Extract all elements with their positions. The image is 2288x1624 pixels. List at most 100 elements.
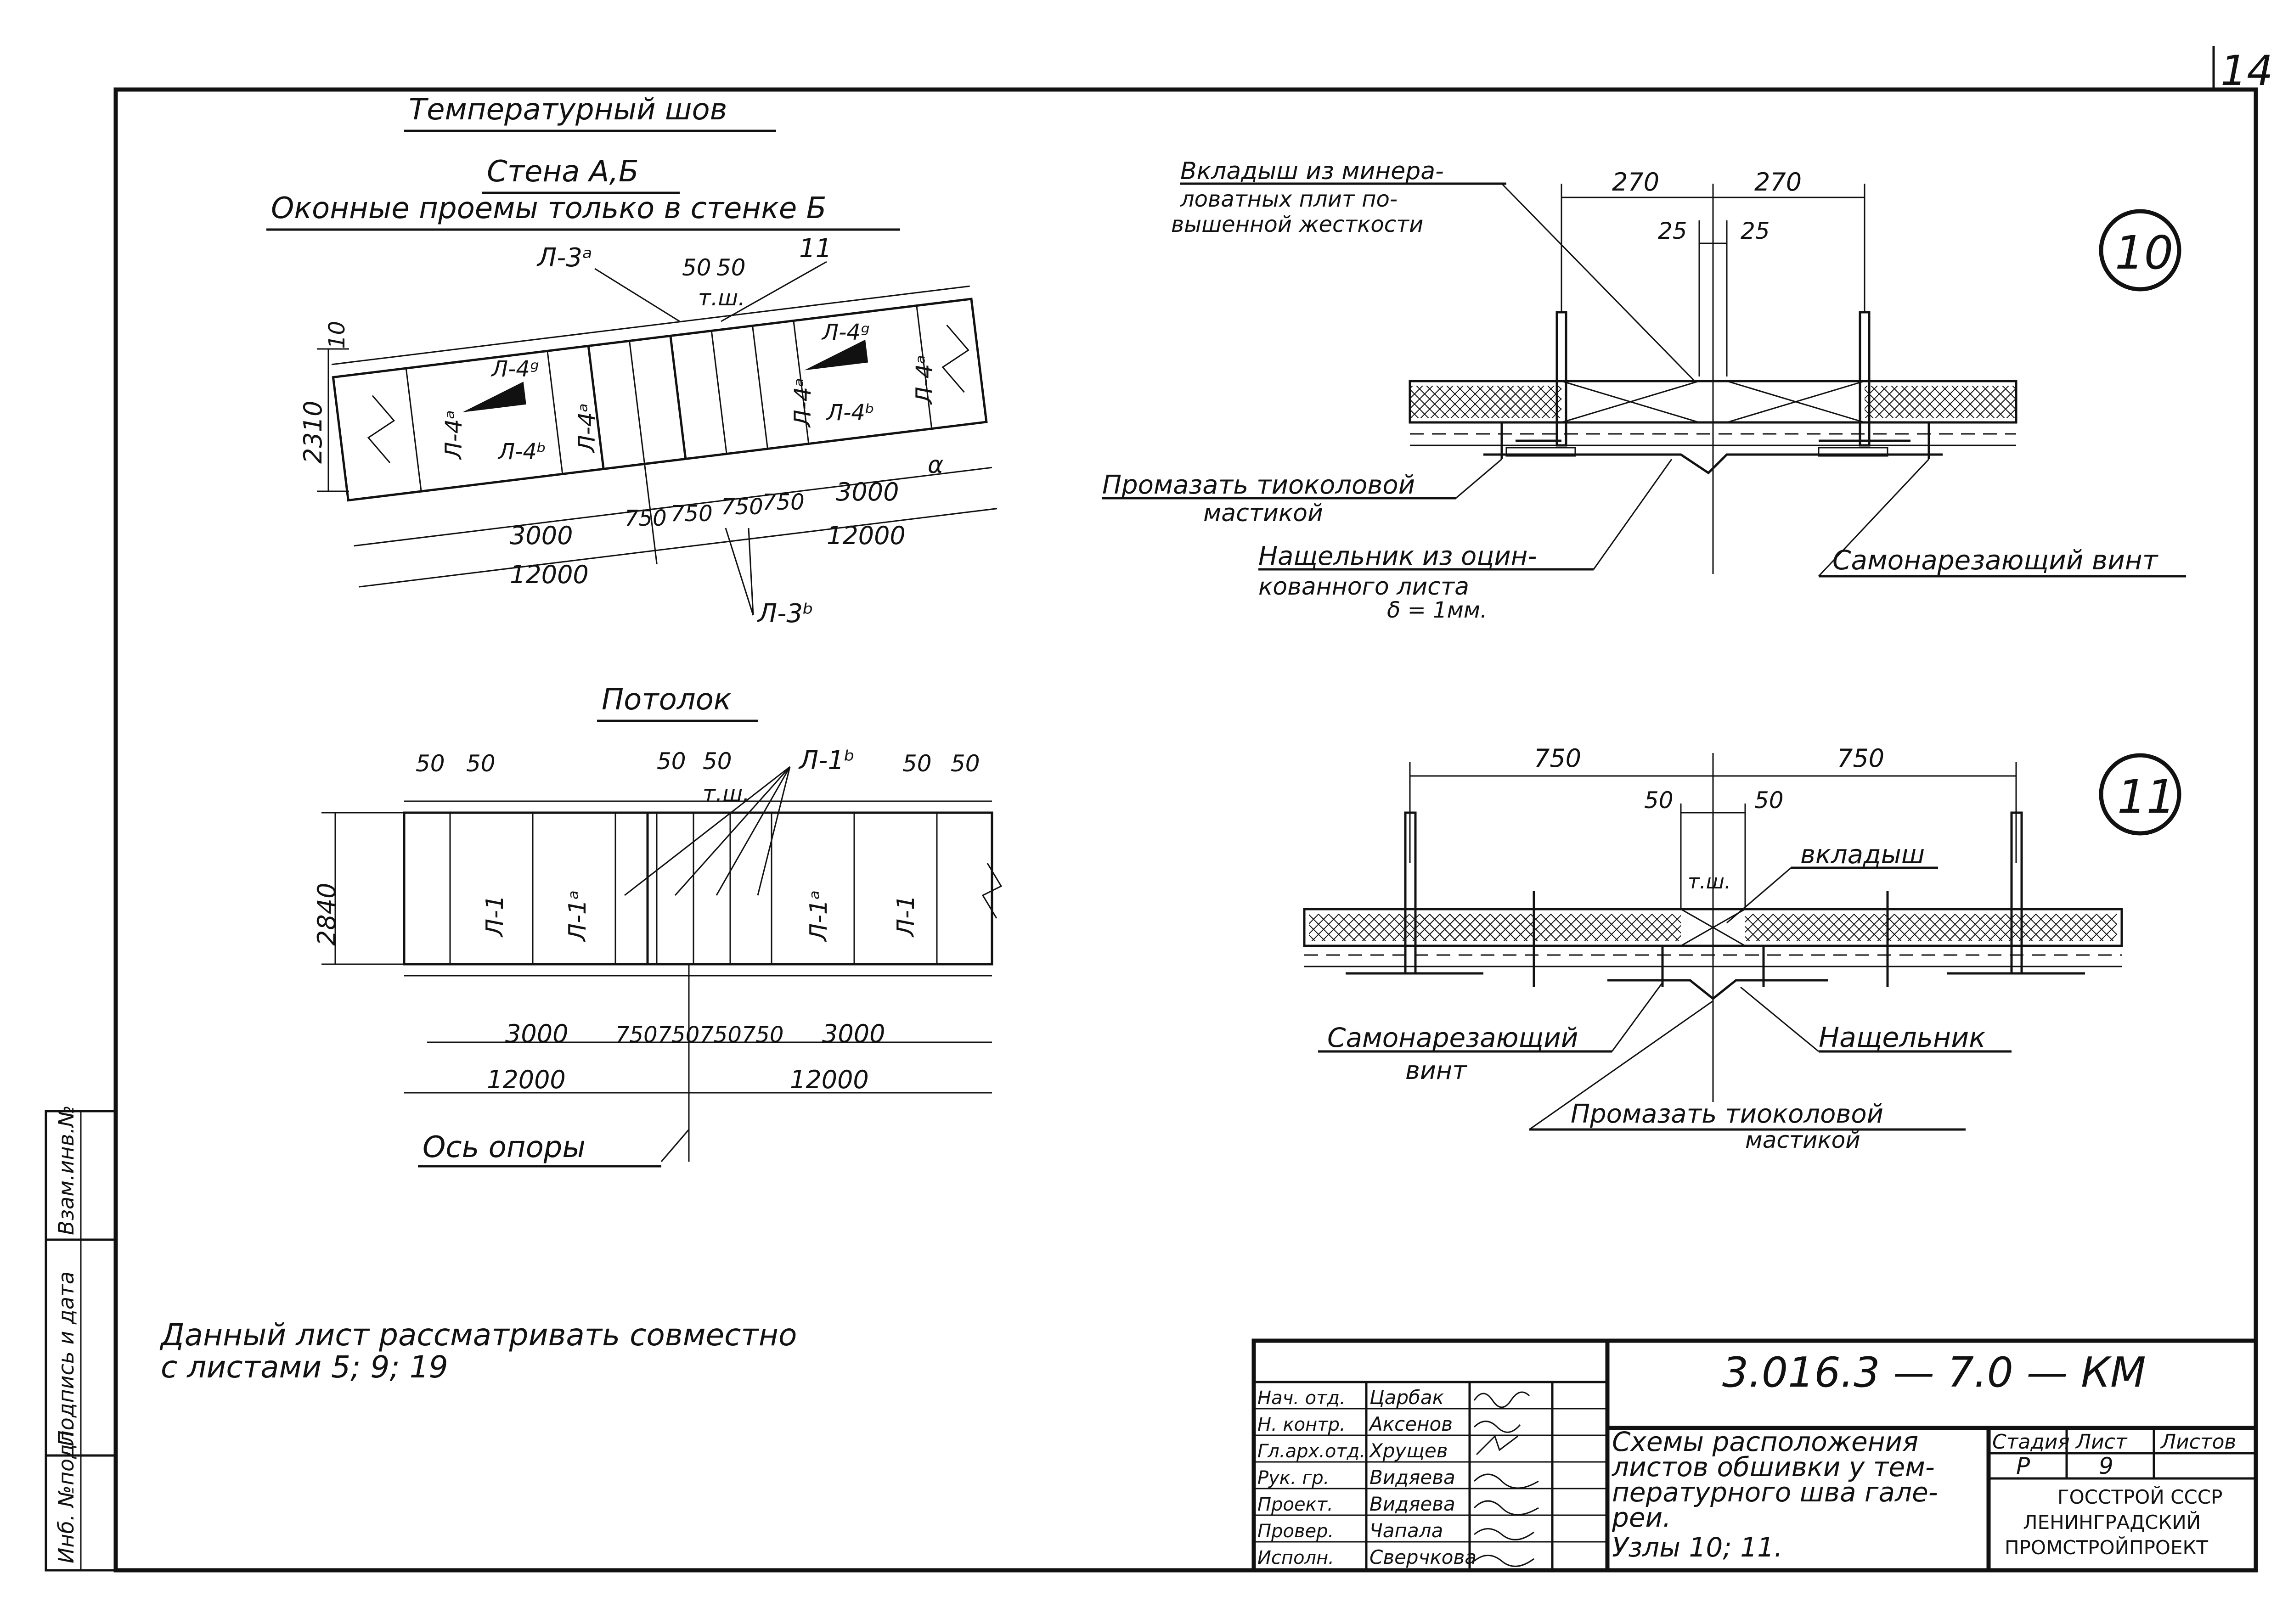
name-5: Чапала bbox=[1369, 1519, 1443, 1542]
dim-ceil-50a: 50 bbox=[416, 750, 445, 777]
node11-dim-50a: 50 bbox=[1644, 787, 1674, 814]
dim-wall-750c: 750 bbox=[721, 494, 763, 520]
node11-screw-l1: Самонарезающий bbox=[1327, 1022, 1578, 1053]
dim-wall-3000b: 3000 bbox=[836, 478, 899, 506]
label-l4a-2: Л-4ᵃ bbox=[574, 403, 600, 453]
label-l4a-4: Л-4ᵃ bbox=[911, 355, 938, 405]
label-l4a-1: Л-4ᵃ bbox=[440, 410, 467, 460]
label-l1a-2: Л-1ᵃ bbox=[805, 890, 833, 942]
desc-l1: Схемы расположения bbox=[1612, 1426, 1918, 1457]
dim-wall-12000b: 12000 bbox=[827, 521, 906, 550]
dim-wall-3000a: 3000 bbox=[510, 521, 573, 550]
sheet-value: 9 bbox=[2099, 1453, 2113, 1479]
ceiling-section: Потолок 50 50 50 50 Л-1ᵇ 50 50 т. bbox=[312, 683, 1003, 1168]
node11-cover: Нащельник bbox=[1819, 1022, 1986, 1054]
sheet-header: Лист bbox=[2075, 1430, 2128, 1454]
left-stamp: Инб. №подл. Подпись и дата Взам.инв.№ bbox=[45, 1105, 117, 1572]
sheet-number: 14 bbox=[2220, 47, 2273, 95]
node10-dim-25a: 25 bbox=[1658, 218, 1687, 244]
node11-dim-50b: 50 bbox=[1754, 787, 1784, 814]
label-l3b: Л-3ᵇ bbox=[757, 599, 814, 629]
label-l4a-3: Л-4ᵃ bbox=[789, 378, 816, 428]
role-2: Гл.арх.отд. bbox=[1257, 1441, 1365, 1462]
node10-dim-270b: 270 bbox=[1754, 168, 1802, 197]
role-3: Рук. гр. bbox=[1257, 1467, 1330, 1489]
wall-section: Температурный шов Стена А,Б Оконные прое… bbox=[266, 93, 997, 629]
dim-wall-50a: 50 bbox=[682, 254, 711, 281]
node10-number: 10 bbox=[2115, 226, 2173, 280]
document-code: 3.016.3 — 7.0 — КМ bbox=[1722, 1349, 2146, 1397]
name-6: Сверчкова bbox=[1369, 1546, 1476, 1568]
node10-insert-l2: ловатных плит по- bbox=[1180, 186, 1398, 212]
node10-cover-l2: кованного листа bbox=[1258, 573, 1469, 601]
node11-screw-l2: винт bbox=[1405, 1056, 1467, 1085]
note-line-1: Данный лист рассматривать совместно bbox=[159, 1317, 797, 1353]
dim-ceil-50c: 50 bbox=[657, 748, 686, 775]
dim-wall-2310: 2310 bbox=[299, 401, 327, 464]
dim-wall-750b: 750 bbox=[671, 501, 713, 527]
sheet-note: Данный лист рассматривать совместно с ли… bbox=[159, 1317, 797, 1385]
dim-ceil-12000a: 12000 bbox=[487, 1065, 566, 1094]
node10-dim-25b: 25 bbox=[1741, 218, 1770, 244]
node11-seal-l2: мастикой bbox=[1745, 1127, 1860, 1153]
name-0: Царбак bbox=[1369, 1386, 1444, 1409]
node10-seal-l2: мастикой bbox=[1203, 500, 1323, 527]
stage-header: Стадия bbox=[1992, 1430, 2070, 1454]
stamp-inv-replace: Взам.инв.№ bbox=[54, 1105, 79, 1235]
label-alpha: α bbox=[928, 451, 943, 479]
node-11: 11 750 750 50 50 т.ш. вкладыш Само bbox=[1303, 744, 2181, 1153]
dim-wall-750d: 750 bbox=[762, 489, 805, 515]
node11-dim-750a: 750 bbox=[1534, 744, 1581, 773]
desc-l4: реи. bbox=[1612, 1502, 1671, 1533]
label-l1-2: Л-1 bbox=[892, 895, 920, 938]
node-10: 10 Вкладыш из минера- ловатных плит по- … bbox=[1102, 157, 2186, 623]
node11-number: 11 bbox=[2117, 770, 2175, 824]
label-axis: Ось опоры bbox=[423, 1130, 586, 1164]
dim-ceil-750s: 750750750750 bbox=[615, 1022, 783, 1048]
label-l1-1: Л-1 bbox=[481, 895, 509, 938]
node11-insert: вкладыш bbox=[1800, 840, 1925, 870]
desc-l5: Узлы 10; 11. bbox=[1612, 1532, 1783, 1563]
role-6: Исполн. bbox=[1257, 1547, 1334, 1568]
dim-ceil-3000a: 3000 bbox=[505, 1019, 568, 1048]
label-ceil-tsh: т.ш. bbox=[703, 781, 750, 807]
dim-ceil-3000b: 3000 bbox=[822, 1019, 885, 1048]
node10-screw: Самонарезающий винт bbox=[1832, 545, 2159, 576]
note-line-2: с листами 5; 9; 19 bbox=[161, 1349, 448, 1385]
wall-title-2: Стена А,Б bbox=[487, 155, 639, 189]
label-wall-11: 11 bbox=[799, 234, 832, 264]
dim-ceil-50b: 50 bbox=[466, 750, 496, 777]
role-4: Проект. bbox=[1257, 1494, 1333, 1515]
role-1: Н. контр. bbox=[1257, 1414, 1346, 1435]
dim-ceil-12000b: 12000 bbox=[790, 1065, 869, 1094]
org-line-3: ПРОМСТРОЙПРОЕКТ bbox=[2005, 1536, 2208, 1559]
dim-wall-750a: 750 bbox=[625, 506, 667, 531]
node10-cover-l1: Нащельник из оцин- bbox=[1258, 541, 1537, 571]
wall-title-3: Оконные проемы только в стенке Б bbox=[271, 191, 827, 225]
stage-value: Р bbox=[2016, 1453, 2030, 1479]
label-l4v-1: Л-4ᵇ bbox=[497, 439, 547, 465]
label-l4g-1: Л-4ᵍ bbox=[490, 356, 539, 382]
stamp-inv-no: Инб. №подл. bbox=[54, 1424, 79, 1563]
dim-ceil-50e: 50 bbox=[902, 750, 932, 777]
desc-l3: пературного шва гале- bbox=[1612, 1477, 1938, 1508]
desc-l2: листов обшивки у тем- bbox=[1612, 1451, 1935, 1483]
sheets-header: Листов bbox=[2160, 1430, 2236, 1454]
signatures bbox=[1473, 1391, 1539, 1567]
dim-wall-12000a: 12000 bbox=[510, 560, 589, 589]
dim-ceil-50f: 50 bbox=[951, 750, 980, 777]
label-l1b: Л-1ᵇ bbox=[798, 746, 855, 775]
role-0: Нач. отд. bbox=[1257, 1388, 1346, 1409]
org-line-1: ГОССТРОЙ СССР bbox=[2057, 1485, 2222, 1508]
wall-title-1: Температурный шов bbox=[409, 93, 727, 127]
sheet-frame bbox=[113, 87, 2258, 1573]
dim-ceil-50d: 50 bbox=[703, 748, 732, 775]
node10-insert-l3: вышенной жесткости bbox=[1171, 212, 1423, 237]
label-l4g-2: Л-4ᵍ bbox=[821, 320, 869, 345]
name-3: Видяева bbox=[1369, 1466, 1455, 1489]
name-4: Видяева bbox=[1369, 1493, 1455, 1515]
name-2: Хрущев bbox=[1369, 1439, 1448, 1462]
dim-ceil-2840: 2840 bbox=[312, 883, 341, 946]
label-wall-tsh: т.ш. bbox=[698, 285, 745, 311]
node10-dim-270a: 270 bbox=[1612, 168, 1659, 197]
